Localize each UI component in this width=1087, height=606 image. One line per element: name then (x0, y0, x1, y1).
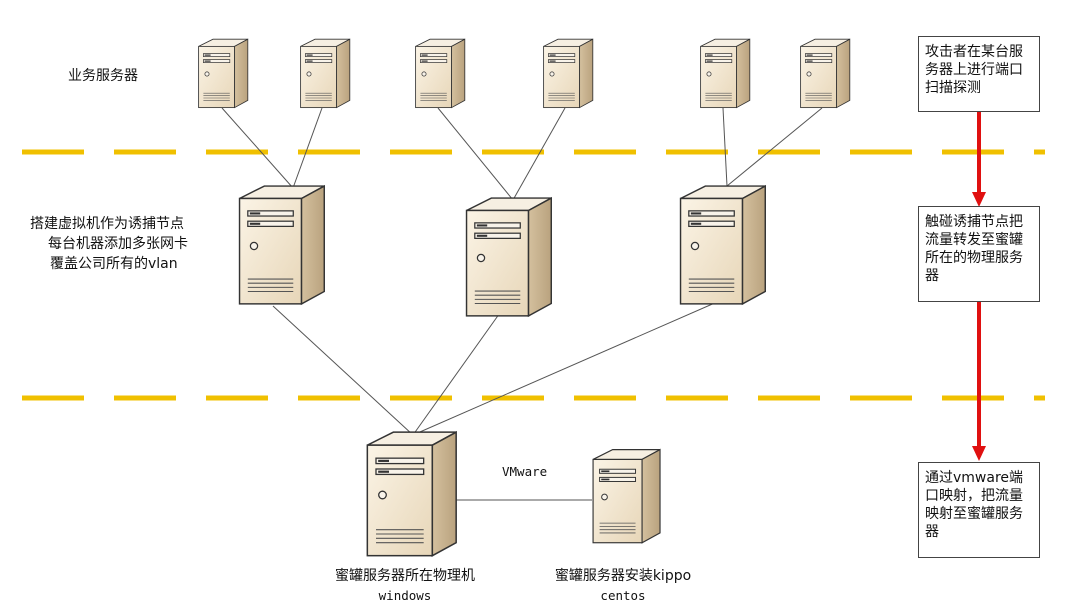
step-box-forward: 触碰诱捕节点把流量转发至蜜罐所在的物理服务器 (918, 206, 1040, 302)
connector-line (221, 107, 294, 189)
arrow-head (972, 446, 986, 461)
step-box-mapping: 通过vmware端口映射，把流量映射至蜜罐服务器 (918, 462, 1040, 558)
connector-lines (221, 107, 823, 501)
business-server-icon (198, 38, 249, 109)
connector-line (412, 309, 503, 436)
connector-line (512, 107, 566, 201)
business-server-icon (300, 38, 351, 109)
business-server-icon (543, 38, 594, 109)
honeypot-server-os: centos (600, 588, 646, 603)
decoy-desc-line: 覆盖公司所有的vlan (50, 256, 178, 272)
business-server-icon (700, 38, 751, 109)
connector-line (412, 301, 718, 436)
connector-line (726, 107, 823, 187)
physical-machine-line: 蜜罐服务器所在物理机 (335, 568, 475, 584)
connector-line (437, 107, 514, 201)
physical-machine-server-icon (366, 431, 457, 557)
business-servers-label: 业务服务器 (68, 68, 138, 84)
honeypot-server-line: 蜜罐服务器安装kippo (554, 568, 692, 584)
business-server-icon (415, 38, 466, 109)
connector-line (722, 107, 728, 187)
flow-arrows (972, 112, 986, 461)
honeypot-server-label: 蜜罐服务器安装kippo centos (538, 566, 708, 606)
arrow-head (972, 192, 986, 207)
decoy-server-icon (238, 185, 326, 305)
connector-line (292, 107, 323, 189)
physical-machine-label: 蜜罐服务器所在物理机 windows (320, 566, 490, 606)
decoy-desc-label: 搭建虚拟机作为诱捕节点 每台机器添加多张网卡 覆盖公司所有的vlan (30, 214, 188, 274)
decoy-desc-line: 搭建虚拟机作为诱捕节点 (30, 216, 184, 232)
decoy-server-icon (679, 185, 767, 305)
connector-line (272, 305, 414, 436)
decoy-server-icon (465, 197, 553, 317)
decoy-desc-line: 每台机器添加多张网卡 (48, 236, 188, 252)
business-server-icon (800, 38, 851, 109)
honeypot-server-icon (592, 449, 661, 544)
physical-machine-os: windows (378, 588, 432, 603)
vmware-label: VMware (502, 464, 548, 479)
step-box-scan: 攻击者在某台服务器上进行端口扫描探测 (918, 36, 1040, 112)
